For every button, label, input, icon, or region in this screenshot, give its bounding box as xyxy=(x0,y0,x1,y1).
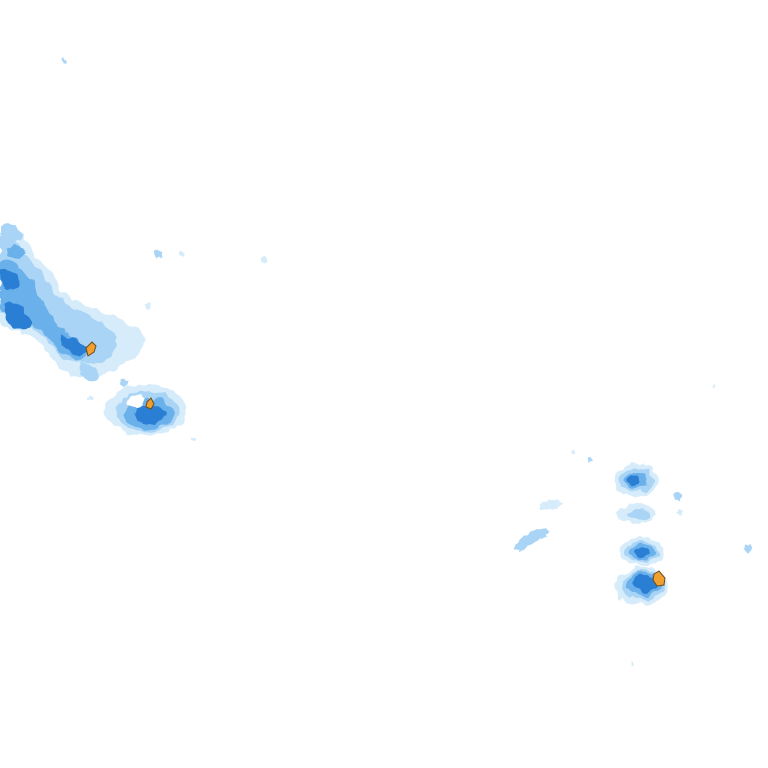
rain-band-fragment xyxy=(514,527,549,552)
cell-nw-core xyxy=(85,341,97,357)
rain-area-clear xyxy=(127,396,145,408)
rain-area-moderate xyxy=(6,246,26,259)
rain-speck xyxy=(180,252,184,256)
cell-nw-band-speckle xyxy=(62,58,267,442)
rain-area-heavy xyxy=(134,404,166,424)
rain-speck xyxy=(87,395,93,401)
cell-se-scatter xyxy=(514,384,752,666)
cell-se-2 xyxy=(616,505,656,523)
rain-area-heavy xyxy=(636,547,652,557)
rain-area-light xyxy=(0,234,119,364)
cell-se-1 xyxy=(614,464,658,496)
rain-area-heavy xyxy=(60,335,87,356)
rain-speck xyxy=(120,378,128,386)
rain-band-fragment xyxy=(540,499,562,510)
rain-speck xyxy=(192,438,196,442)
rain-speck xyxy=(712,384,716,388)
rain-area-extreme xyxy=(145,397,155,410)
rain-speck xyxy=(674,492,682,500)
cell-nw-band xyxy=(0,224,144,383)
rain-speck xyxy=(588,458,592,462)
rain-area-extreme xyxy=(652,570,666,587)
rain-area-heavy xyxy=(0,270,19,289)
cell-west-core xyxy=(106,384,186,436)
rain-area-extreme xyxy=(85,341,97,357)
rain-area-heavy xyxy=(627,476,641,486)
rain-area-heavy xyxy=(4,302,32,331)
rain-speck xyxy=(572,450,576,454)
rain-speck xyxy=(617,593,623,599)
rain-area-light xyxy=(80,363,99,383)
rain-speck xyxy=(62,58,66,62)
rain-speck xyxy=(145,303,151,309)
cell-se-3 xyxy=(619,538,663,566)
rain-area-light xyxy=(628,510,652,520)
rain-area-light xyxy=(0,224,24,243)
rain-speck xyxy=(630,662,634,666)
rain-speck xyxy=(261,257,267,263)
rain-speck xyxy=(744,544,752,552)
rain-speck xyxy=(677,509,683,515)
rain-area-moderate xyxy=(0,260,88,361)
rain-speck xyxy=(154,250,162,258)
rain-area-heavy xyxy=(634,574,658,592)
